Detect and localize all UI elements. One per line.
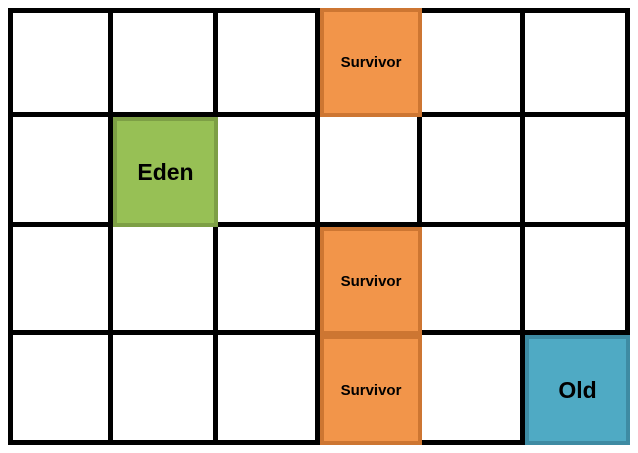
grid-cell-r3c6-empty[interactable] — [525, 227, 630, 335]
grid-cell-r4c2-empty[interactable] — [113, 335, 218, 445]
grid-cell-r1c3-empty[interactable] — [218, 8, 320, 117]
grid-cell-r3c1-empty[interactable] — [8, 227, 113, 335]
grid-cell-r4c6-blue[interactable]: Old — [525, 335, 630, 445]
grid-cell-r1c5-empty[interactable] — [422, 8, 525, 117]
grid-cell-r2c6-empty[interactable] — [525, 117, 630, 227]
grid-cell-label: Eden — [137, 158, 194, 185]
grid-cell-r1c4-orange[interactable]: Survivor — [320, 8, 422, 117]
grid-cell-r3c2-empty[interactable] — [113, 227, 218, 335]
grid-cell-r2c3-empty[interactable] — [218, 117, 320, 227]
grid-cell-r1c1-empty[interactable] — [8, 8, 113, 117]
grid-cell-r2c5-empty[interactable] — [422, 117, 525, 227]
grid-cell-r4c3-empty[interactable] — [218, 335, 320, 445]
grid-cell-r1c2-empty[interactable] — [113, 8, 218, 117]
grid-cell-r2c2-green[interactable]: Eden — [113, 117, 218, 227]
grid-cell-r2c4-empty[interactable] — [320, 117, 422, 227]
grid-cell-label: Survivor — [340, 54, 402, 71]
grid-cell-r3c5-empty[interactable] — [422, 227, 525, 335]
grid-cell-r2c1-empty[interactable] — [8, 117, 113, 227]
grid-cell-r4c5-empty[interactable] — [422, 335, 525, 445]
grid-cell-r3c4-orange[interactable]: Survivor — [320, 227, 422, 335]
grid-cell-r1c6-empty[interactable] — [525, 8, 630, 117]
grid-cell-label: Survivor — [340, 381, 402, 399]
grid-cell-label: Old — [558, 376, 597, 403]
grid-cell-r4c1-empty[interactable] — [8, 335, 113, 445]
grid-cell-label: Survivor — [340, 272, 402, 290]
grid-cell-r4c4-orange[interactable]: Survivor — [320, 335, 422, 445]
grid-cell-r3c3-empty[interactable] — [218, 227, 320, 335]
